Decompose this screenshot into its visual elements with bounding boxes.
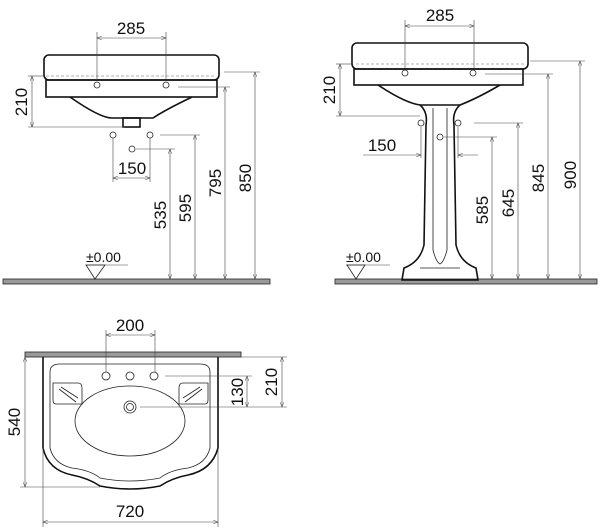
tap-hole-icon: [401, 69, 409, 77]
basin-bowl: [69, 96, 193, 119]
wall: [24, 351, 242, 358]
basin-inner-outline: [49, 363, 211, 482]
dim-845: 845: [529, 164, 548, 192]
floor: [2, 278, 271, 285]
dim-585: 585: [473, 196, 492, 224]
supply-hole-icon: [146, 131, 154, 139]
drain-icon: [123, 400, 137, 414]
dim-tap-spacing: 200: [116, 316, 144, 335]
soap-dish-left: [52, 382, 83, 405]
dim-210: 210: [12, 88, 31, 116]
level-marker-icon: [85, 264, 106, 280]
dim-waste-spacing: 150: [118, 159, 146, 178]
dim-tap-spacing: 285: [117, 19, 145, 38]
dim-900: 900: [561, 161, 580, 189]
tap-hole-icon: [93, 81, 101, 89]
pedestal: [401, 104, 479, 281]
waste-spout: [122, 117, 141, 128]
dim-tap-spacing: 285: [426, 6, 454, 25]
floor-level-label: ±0.00: [346, 249, 381, 265]
pedestal-elevation: 285 210 150 585 645 845 900 ±0.00: [320, 6, 598, 285]
tap-hole-icon: [469, 69, 477, 77]
floor-level-label: ±0.00: [86, 249, 121, 265]
basin-outline: [42, 357, 219, 490]
basin-bowl: [377, 84, 501, 106]
waste-hole-icon: [128, 145, 136, 153]
dim-795: 795: [206, 169, 225, 197]
supply-hole-icon: [417, 119, 425, 127]
basin-bowl: [74, 385, 186, 457]
tap-hole-icon: [149, 371, 159, 381]
dim-645: 645: [499, 189, 518, 217]
plan-view: 200 130 210 540 720: [5, 316, 287, 527]
dim-210: 210: [262, 368, 281, 396]
level-marker-icon: [346, 264, 366, 280]
dim-depth: 540: [5, 408, 24, 436]
basin-front-band: [353, 68, 524, 86]
basin-front-band: [45, 79, 218, 98]
dim-595: 595: [176, 194, 195, 222]
dim-width: 720: [116, 502, 144, 521]
floor: [334, 278, 598, 285]
waste-hole-icon: [436, 133, 444, 141]
dim-210: 210: [320, 76, 339, 104]
tap-hole-icon: [162, 81, 170, 89]
supply-hole-icon: [454, 119, 462, 127]
dim-850: 850: [236, 164, 255, 192]
dim-535: 535: [151, 201, 170, 229]
supply-hole-icon: [109, 131, 117, 139]
tap-hole-icon: [125, 371, 135, 381]
soap-dish-right: [178, 382, 209, 405]
basin-rim: [351, 42, 529, 70]
wall-hung-elevation: 285 210 150 535 595 795 850 ±0.00: [2, 19, 271, 285]
dim-waste-spacing: 150: [368, 136, 396, 155]
tap-hole-icon: [101, 371, 111, 381]
dim-130: 130: [228, 378, 247, 406]
